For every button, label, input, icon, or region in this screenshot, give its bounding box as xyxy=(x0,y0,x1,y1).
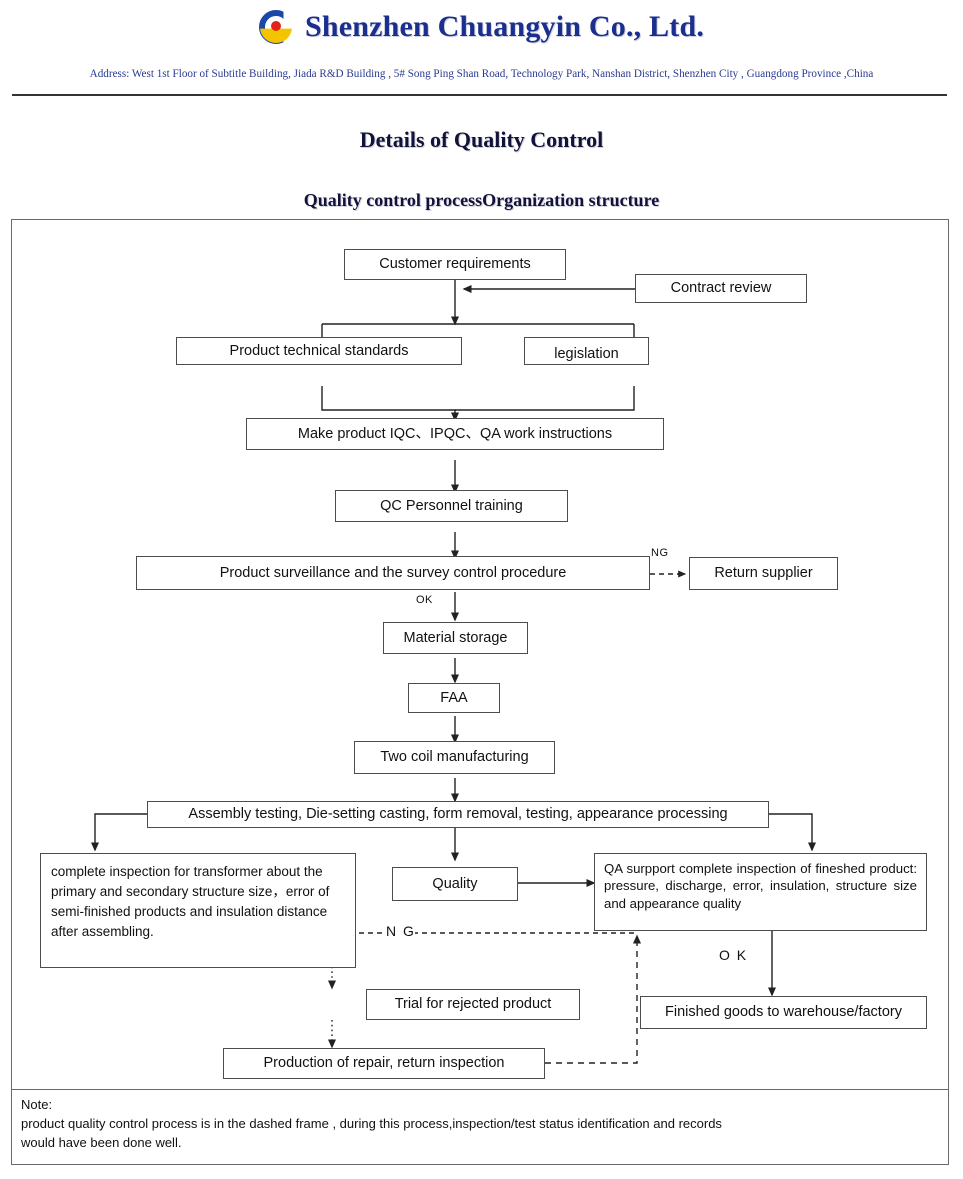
node-label: Customer requirements xyxy=(379,256,531,273)
edge-label-ok-finished-goods: O K xyxy=(719,947,748,963)
node-customer-requirements[interactable]: Customer requirements xyxy=(344,249,566,280)
node-label: Quality xyxy=(432,875,478,892)
note-box: Note: product quality control process is… xyxy=(11,1089,949,1165)
node-label: FAA xyxy=(440,689,468,706)
company-row: Shenzhen Chuangyin Co., Ltd. xyxy=(0,10,963,44)
node-label: QC Personnel training xyxy=(380,497,523,514)
page-subtitle: Quality control processOrganization stru… xyxy=(303,190,660,210)
node-trial-for-rejected-product[interactable]: Trial for rejected product xyxy=(366,989,580,1020)
logo-dot-shape xyxy=(270,21,281,31)
node-two-coil-manufacturing[interactable]: Two coil manufacturing xyxy=(354,741,555,774)
node-label: Contract review xyxy=(670,280,772,297)
node-legislation[interactable]: legislation xyxy=(524,337,649,365)
node-label: Return supplier xyxy=(714,565,813,582)
node-contract-review[interactable]: Contract review xyxy=(635,274,807,303)
logo-cup-shape xyxy=(259,28,292,43)
node-label: Product technical standards xyxy=(229,342,409,359)
node-complete-inspection[interactable]: complete inspection for transformer abou… xyxy=(40,853,356,968)
node-production-of-repair[interactable]: Production of repair, return inspection xyxy=(223,1048,545,1079)
letterhead: Shenzhen Chuangyin Co., Ltd. Address: We… xyxy=(0,0,963,100)
node-label: QA surpport complete inspection of fines… xyxy=(604,861,917,911)
node-label: Assembly testing, Die-setting casting, f… xyxy=(188,806,728,823)
node-label: Make product IQC、IPQC、QA work instructio… xyxy=(297,425,613,442)
node-label: Two coil manufacturing xyxy=(380,749,529,766)
node-product-surveillance[interactable]: Product surveillance and the survey cont… xyxy=(136,556,650,590)
note-line-1: product quality control process is in th… xyxy=(21,1115,722,1131)
node-qa-support[interactable]: QA surpport complete inspection of fines… xyxy=(594,853,927,931)
edge-label-ng-trial-rejected: N G xyxy=(386,923,416,939)
node-product-technical-standards[interactable]: Product technical standards xyxy=(176,337,462,365)
node-label: Material storage xyxy=(403,629,508,646)
node-label: Trial for rejected product xyxy=(394,996,552,1013)
page-title: Details of Quality Control xyxy=(359,127,604,152)
node-material-storage[interactable]: Material storage xyxy=(383,622,528,654)
edge-label-ng-return-supplier: NG xyxy=(651,547,669,559)
node-label: legislation xyxy=(554,345,619,362)
node-qc-personnel-training[interactable]: QC Personnel training xyxy=(335,490,568,522)
node-faa[interactable]: FAA xyxy=(408,683,500,713)
flowchart-connectors xyxy=(91,280,816,1064)
note-heading: Note: xyxy=(21,1097,53,1112)
flowchart-frame: Customer requirements Contract review Pr… xyxy=(11,219,949,1163)
node-finished-goods[interactable]: Finished goods to warehouse/factory xyxy=(640,996,927,1029)
node-label: Product surveillance and the survey cont… xyxy=(219,564,567,581)
note-line-2: would have been done well. xyxy=(21,1134,182,1150)
node-work-instructions[interactable]: Make product IQC、IPQC、QA work instructio… xyxy=(246,418,664,450)
company-address: Address: West 1st Floor of Subtitle Buil… xyxy=(89,68,874,80)
header-divider xyxy=(12,94,947,96)
node-label: Finished goods to warehouse/factory xyxy=(665,1004,902,1021)
edge-label-ok-material-storage: OK xyxy=(416,594,433,606)
node-label: Production of repair, return inspection xyxy=(263,1055,505,1072)
node-return-supplier[interactable]: Return supplier xyxy=(689,557,838,590)
flowchart-canvas: Customer requirements Contract review Pr… xyxy=(12,220,948,1162)
company-name: Shenzhen Chuangyin Co., Ltd. xyxy=(304,10,705,43)
node-label: complete inspection for transformer abou… xyxy=(51,864,330,939)
node-quality[interactable]: Quality xyxy=(392,867,518,901)
chuangyin-circle-logo-icon xyxy=(258,10,293,44)
node-assembly-testing[interactable]: Assembly testing, Die-setting casting, f… xyxy=(147,801,769,828)
